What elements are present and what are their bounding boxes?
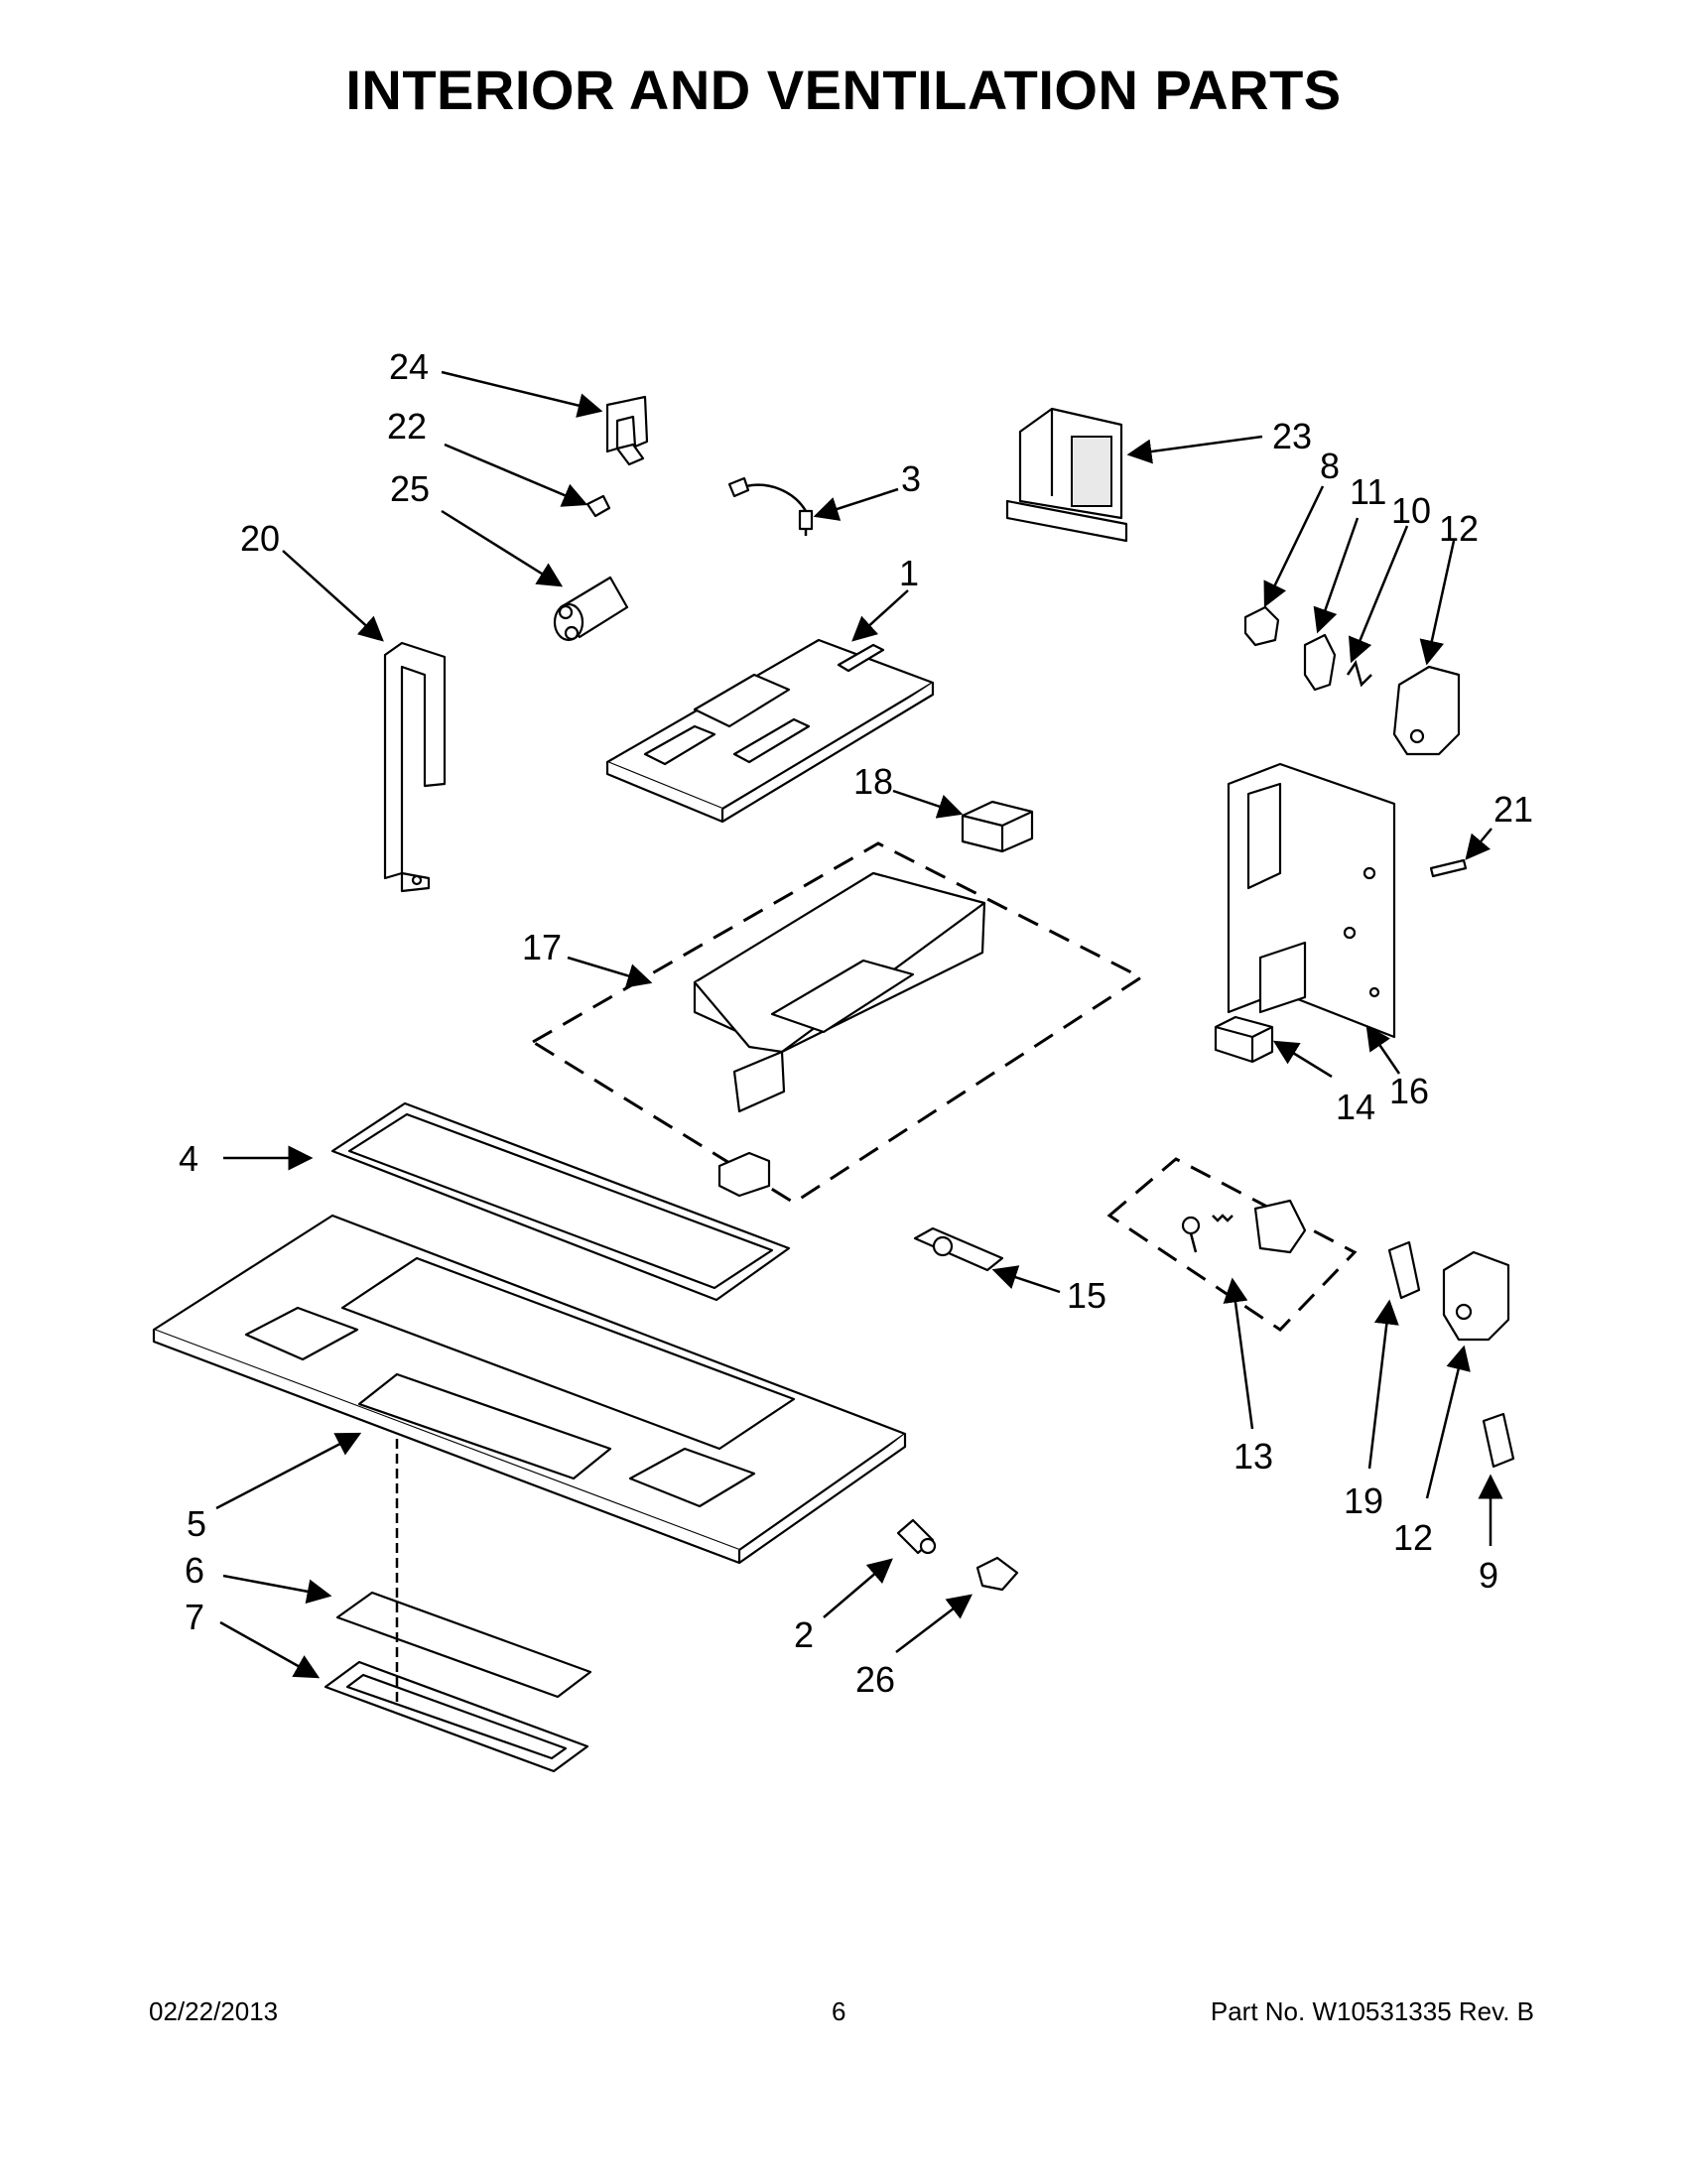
part-21-fuse xyxy=(1429,858,1468,878)
part-10-spring xyxy=(1346,660,1372,688)
callout-10: 10 xyxy=(1391,490,1431,531)
callout-24: 24 xyxy=(389,346,429,387)
part-1-mounting-plate xyxy=(605,638,935,824)
callout-21: 21 xyxy=(1493,789,1533,830)
part-7-vent-frame xyxy=(324,1660,589,1773)
part-25-capacitor xyxy=(553,576,629,642)
part-20-side-bracket xyxy=(383,641,447,893)
footer-part-number: Part No. W10531335 Rev. B xyxy=(1210,1996,1534,2026)
callout-5: 5 xyxy=(187,1503,206,1544)
callout-1: 1 xyxy=(899,553,919,593)
part-8-switch-lever xyxy=(1243,605,1280,647)
part-13-interlock-assembly xyxy=(1106,1157,1358,1332)
part-16-control-bracket xyxy=(1227,762,1396,1039)
callout-19: 19 xyxy=(1344,1480,1383,1521)
part-17-blower-assembly xyxy=(530,841,1144,1205)
callout-23: 23 xyxy=(1272,416,1312,456)
part-15-lamp-socket xyxy=(913,1226,1004,1272)
part-6-vent-cover xyxy=(335,1591,592,1699)
part-12-latch-upper xyxy=(1392,665,1461,756)
part-4-filter xyxy=(330,1101,791,1302)
part-3-thermal-cutout xyxy=(727,476,814,536)
callout-3: 3 xyxy=(901,458,921,499)
callout-12-bottom: 12 xyxy=(1393,1517,1433,1558)
part-26-lamp-socket xyxy=(975,1556,1019,1592)
callout-labels: 1 2 3 4 5 6 7 8 9 10 11 12 12 13 14 15 1… xyxy=(179,346,1533,1700)
callout-17: 17 xyxy=(522,927,562,967)
page-title: INTERIOR AND VENTILATION PARTS xyxy=(345,59,1342,121)
part-24-bracket xyxy=(605,395,649,466)
callout-20: 20 xyxy=(240,518,280,559)
part-22-clip xyxy=(585,494,611,518)
callout-15: 15 xyxy=(1067,1275,1106,1316)
callout-9: 9 xyxy=(1479,1555,1498,1596)
callout-25: 25 xyxy=(390,468,430,509)
callout-8: 8 xyxy=(1320,446,1340,486)
part-18-relay xyxy=(961,800,1034,853)
part-5-bottom-plate xyxy=(152,1214,907,1565)
part-12-latch-lower xyxy=(1442,1250,1510,1342)
callout-13: 13 xyxy=(1233,1436,1273,1477)
callout-26: 26 xyxy=(855,1659,895,1700)
part-14-relay xyxy=(1214,1015,1274,1064)
callout-12-top: 12 xyxy=(1439,508,1479,549)
callout-2: 2 xyxy=(794,1614,814,1655)
leader-lines xyxy=(215,370,1503,1679)
callout-22: 22 xyxy=(387,406,427,447)
part-19-switch xyxy=(1387,1240,1421,1300)
callout-4: 4 xyxy=(179,1138,198,1179)
callout-6: 6 xyxy=(185,1550,204,1591)
callout-7: 7 xyxy=(185,1597,204,1637)
callout-18: 18 xyxy=(853,761,893,802)
footer-date: 02/22/2013 xyxy=(149,1996,279,2026)
part-2-lamp xyxy=(896,1518,937,1555)
part-23-transformer xyxy=(1005,407,1128,543)
callout-16: 16 xyxy=(1389,1071,1429,1111)
part-9-switch xyxy=(1482,1412,1515,1469)
part-11-switch-holder xyxy=(1303,633,1337,692)
callout-14: 14 xyxy=(1336,1087,1375,1127)
footer-page-number: 6 xyxy=(832,1996,846,2026)
callout-11: 11 xyxy=(1350,471,1386,512)
